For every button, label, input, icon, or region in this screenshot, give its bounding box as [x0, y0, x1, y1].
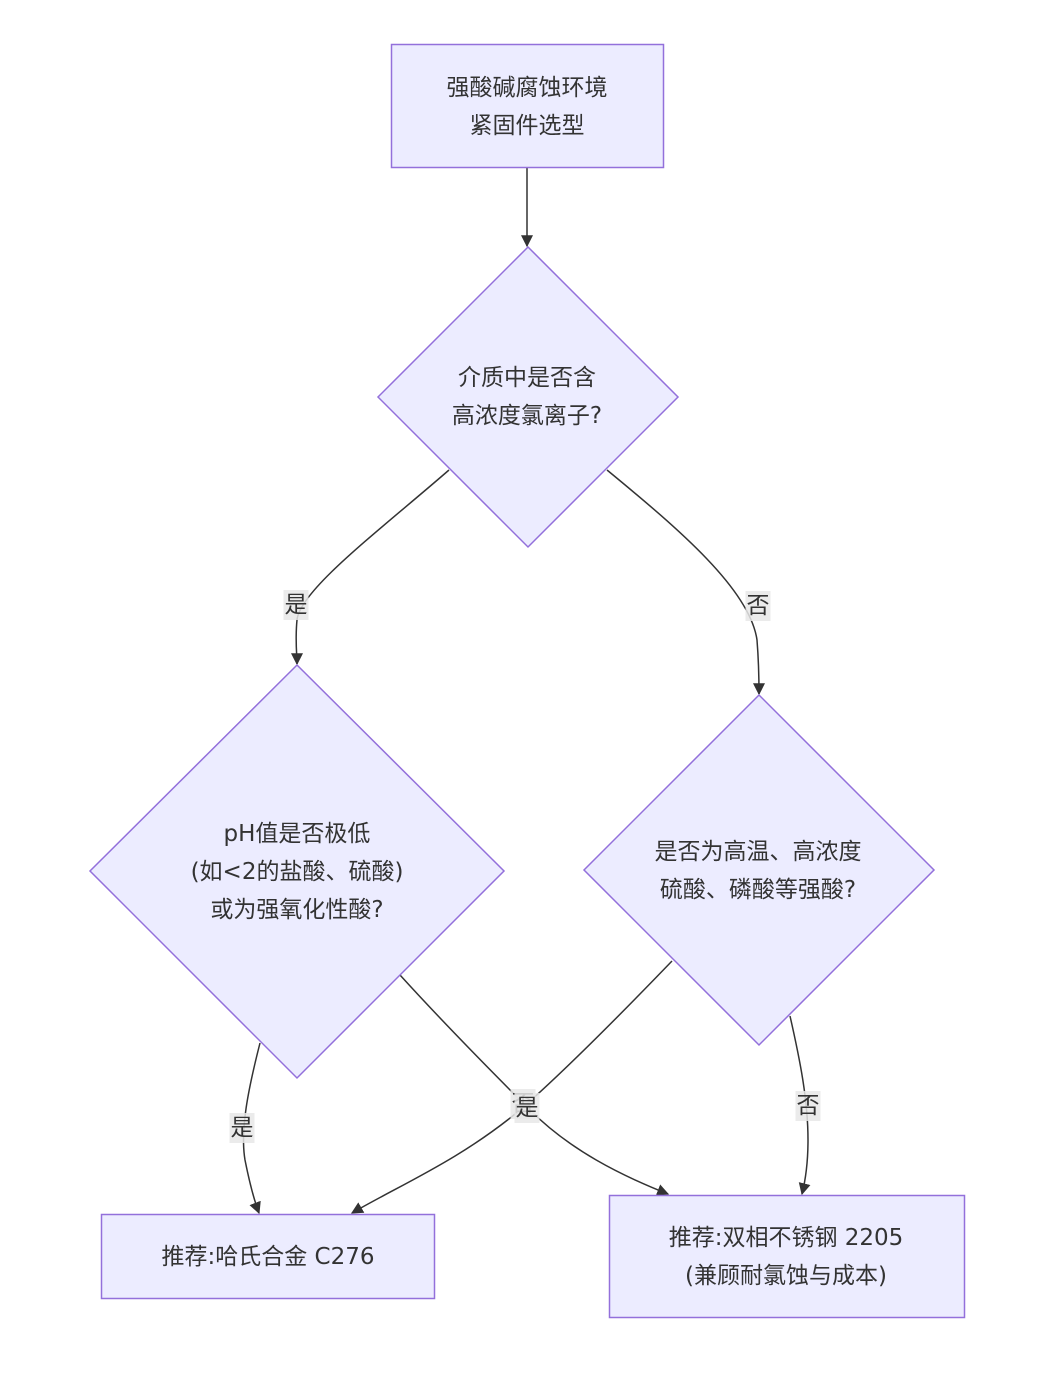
node-strongacid-line-1: 是否为高温、高浓度: [654, 839, 862, 865]
edge-label-ph-yes: 是: [229, 1113, 255, 1143]
edge-strongacid-no-to-2205: [789, 1015, 811, 1196]
node-2205-shape: [608, 1194, 966, 1319]
node-ph-diamond: [88, 663, 506, 1080]
node-recommend-c276[interactable]: 推荐:哈氏合金 C276: [161, 1238, 374, 1276]
node-ph-line-1: pH值是否极低: [223, 821, 371, 847]
node-chloride-diamond: [376, 245, 680, 549]
node-ph-line-2: (如<2的盐酸、硫酸): [190, 859, 404, 885]
node-strongacid-diamond: [582, 693, 936, 1047]
node-chloride-line-1: 介质中是否含: [458, 365, 596, 391]
node-ph-question[interactable]: pH值是否极低 (如<2的盐酸、硫酸) 或为强氧化性酸?: [191, 815, 404, 929]
node-chloride-line-2: 高浓度氯离子?: [451, 403, 603, 429]
edge-ph-yes-to-c276: [242, 1042, 261, 1215]
node-c276-shape: [100, 1213, 436, 1300]
node-2205-line-2: (兼顾耐氯蚀与成本): [685, 1263, 887, 1289]
edge-label-chloride-no: 否: [745, 591, 771, 621]
node-chloride-question[interactable]: 介质中是否含 高浓度氯离子?: [452, 359, 602, 435]
edge-label-chloride-yes: 是: [283, 590, 309, 620]
edge-label-strongacid-no: 否: [795, 1091, 821, 1121]
edge-chloride-yes-to-ph: [290, 469, 450, 666]
node-c276-line-1: 推荐:哈氏合金 C276: [161, 1244, 375, 1270]
node-start[interactable]: 强酸碱腐蚀环境 紧固件选型: [447, 69, 608, 145]
node-ph-line-3: 或为强氧化性酸?: [210, 897, 384, 923]
node-start-shape: [390, 43, 665, 169]
node-strongacid-question[interactable]: 是否为高温、高浓度 硫酸、磷酸等强酸?: [655, 833, 862, 909]
edge-label-strongacid-yes: 是: [514, 1093, 540, 1123]
node-strongacid-line-2: 硫酸、磷酸等强酸?: [659, 877, 857, 903]
edge-ph-no-to-2205: [399, 974, 670, 1196]
node-recommend-2205[interactable]: 推荐:双相不锈钢 2205 (兼顾耐氯蚀与成本): [669, 1219, 904, 1295]
edge-chloride-no-to-strongacid: [606, 469, 765, 696]
node-start-line-2: 紧固件选型: [469, 113, 585, 139]
node-2205-line-1: 推荐:双相不锈钢 2205: [668, 1225, 904, 1251]
node-start-line-1: 强酸碱腐蚀环境: [446, 75, 608, 101]
